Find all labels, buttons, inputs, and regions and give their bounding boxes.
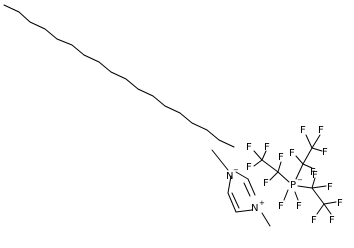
ring-bond-c2-n3 (247, 178, 256, 196)
upper-cf2-f-bond-a (295, 155, 304, 165)
fluorine-label: F (278, 201, 284, 212)
fluorine-label: F (278, 152, 284, 163)
fluorine-label: F (296, 201, 302, 212)
ring-bond-n3-c4 (235, 209, 253, 213)
fluorine-label: F (311, 215, 317, 226)
nitrogen-1-label: N (226, 171, 233, 182)
left-cf2-cf3-bond (261, 159, 279, 173)
p-f-right-bond (294, 191, 299, 201)
nitrogen-3-label: N (251, 203, 258, 214)
ring-bond-c5-n1 (227, 175, 232, 194)
fluorine-label: F (329, 215, 335, 226)
right-cf2-f-bond-a (311, 177, 316, 189)
methyl-bond (261, 212, 271, 227)
right-cf3-f-bond-a (316, 203, 325, 215)
phosphorus-charge: − (297, 176, 303, 184)
p-f-left-bond (283, 189, 289, 201)
nitrogen-3-charge: + (259, 199, 265, 207)
upper-cf3-f-bond-b (311, 134, 321, 149)
upper-cf2-cf3-bond (302, 147, 313, 165)
left-cf2-f-bond-a (269, 171, 279, 181)
fluorine-label: F (322, 147, 328, 158)
ring-bond-c2-n3-double (243, 182, 251, 197)
right-cf3-f-bond-c (323, 201, 337, 205)
fluorine-label: F (312, 170, 318, 181)
ring-bond-c4-c5 (227, 192, 237, 213)
ring-bond-c4-c5-double (231, 192, 240, 209)
molecule-svg: N − N + P − F F F F F F F F F F F F F (3, 4, 343, 227)
fluorine-label: F (246, 162, 252, 173)
p-left-chain-bond (277, 171, 290, 183)
left-cf2-f-bond-b (277, 161, 282, 173)
right-cf2-cf3-bond (311, 187, 325, 205)
fluorine-label: F (318, 125, 324, 136)
nitrogen-1-charge: − (233, 166, 239, 174)
p-upper-chain-bond (295, 163, 304, 180)
fluorine-label: F (264, 142, 270, 153)
fluorine-label: F (246, 142, 252, 153)
left-cf3-f-bond-c (253, 159, 263, 167)
fluorine-label: F (327, 182, 333, 193)
chain-to-nitrogen-bond (211, 149, 229, 171)
fluorine-label: F (300, 125, 306, 136)
right-cf3-f-bond-b (323, 203, 332, 215)
ring-bond-n1-c2 (235, 171, 249, 180)
alkyl-chain (3, 4, 235, 148)
fluorine-label: F (310, 167, 316, 178)
upper-cf2-f-bond-b (302, 163, 313, 169)
phosphorus-label: P (290, 180, 296, 191)
fluorine-label: F (263, 178, 269, 189)
fluorine-labels: F F F F F F F F F F F F F F F F F (246, 125, 343, 226)
molecule-diagram: N − N + P − F F F F F F F F F F F F F (3, 4, 343, 227)
upper-cf3-f-bond-c (311, 147, 323, 152)
left-cf3-f-bond-b (261, 150, 267, 161)
fluorine-label: F (289, 148, 295, 159)
left-cf3-f-bond-a (253, 150, 263, 161)
upper-cf3-f-bond-a (305, 134, 313, 149)
p-right-chain-bond (297, 185, 313, 189)
right-cf2-f-bond-b (311, 185, 327, 189)
fluorine-label: F (337, 198, 343, 209)
